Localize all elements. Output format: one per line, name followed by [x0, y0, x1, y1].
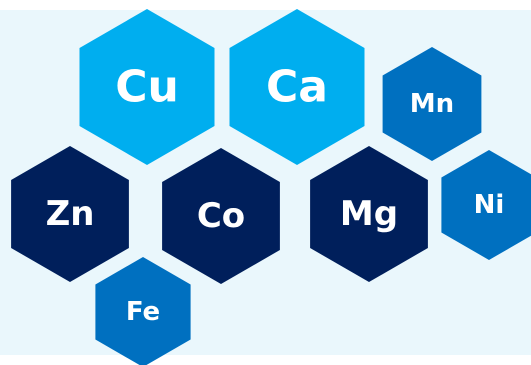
- hexagon-shape-mg: [310, 146, 428, 282]
- hexagon-shape-co: [162, 148, 280, 284]
- hexagon-shape-fe: [95, 257, 191, 365]
- element-symbol-ni: Ni: [474, 190, 505, 220]
- hexagon-co: Co: [162, 148, 280, 284]
- hexagon-shape-ca: [229, 9, 365, 165]
- element-symbol-zn: Zn: [46, 194, 95, 234]
- hexagon-shape-ni: [441, 150, 531, 260]
- hexagon-ni: Ni: [441, 150, 531, 260]
- hexagon-mn: Mn: [382, 47, 482, 161]
- hexagon-shape-cu: [79, 9, 215, 165]
- element-symbol-mn: Mn: [410, 89, 454, 119]
- hexagon-mg: Mg: [310, 146, 428, 282]
- element-symbol-co: Co: [197, 196, 245, 236]
- element-symbol-fe: Fe: [126, 297, 160, 327]
- element-symbol-cu: Cu: [115, 62, 179, 113]
- element-symbol-mg: Mg: [340, 194, 398, 234]
- hexagon-fe: Fe: [95, 257, 191, 365]
- hexagon-shape-mn: [382, 47, 482, 161]
- hexagon-ca: Ca: [229, 9, 365, 165]
- hexagon-shape-zn: [11, 146, 129, 282]
- hexagon-cu: Cu: [79, 9, 215, 165]
- hexagon-zn: Zn: [11, 146, 129, 282]
- element-symbol-ca: Ca: [266, 62, 328, 113]
